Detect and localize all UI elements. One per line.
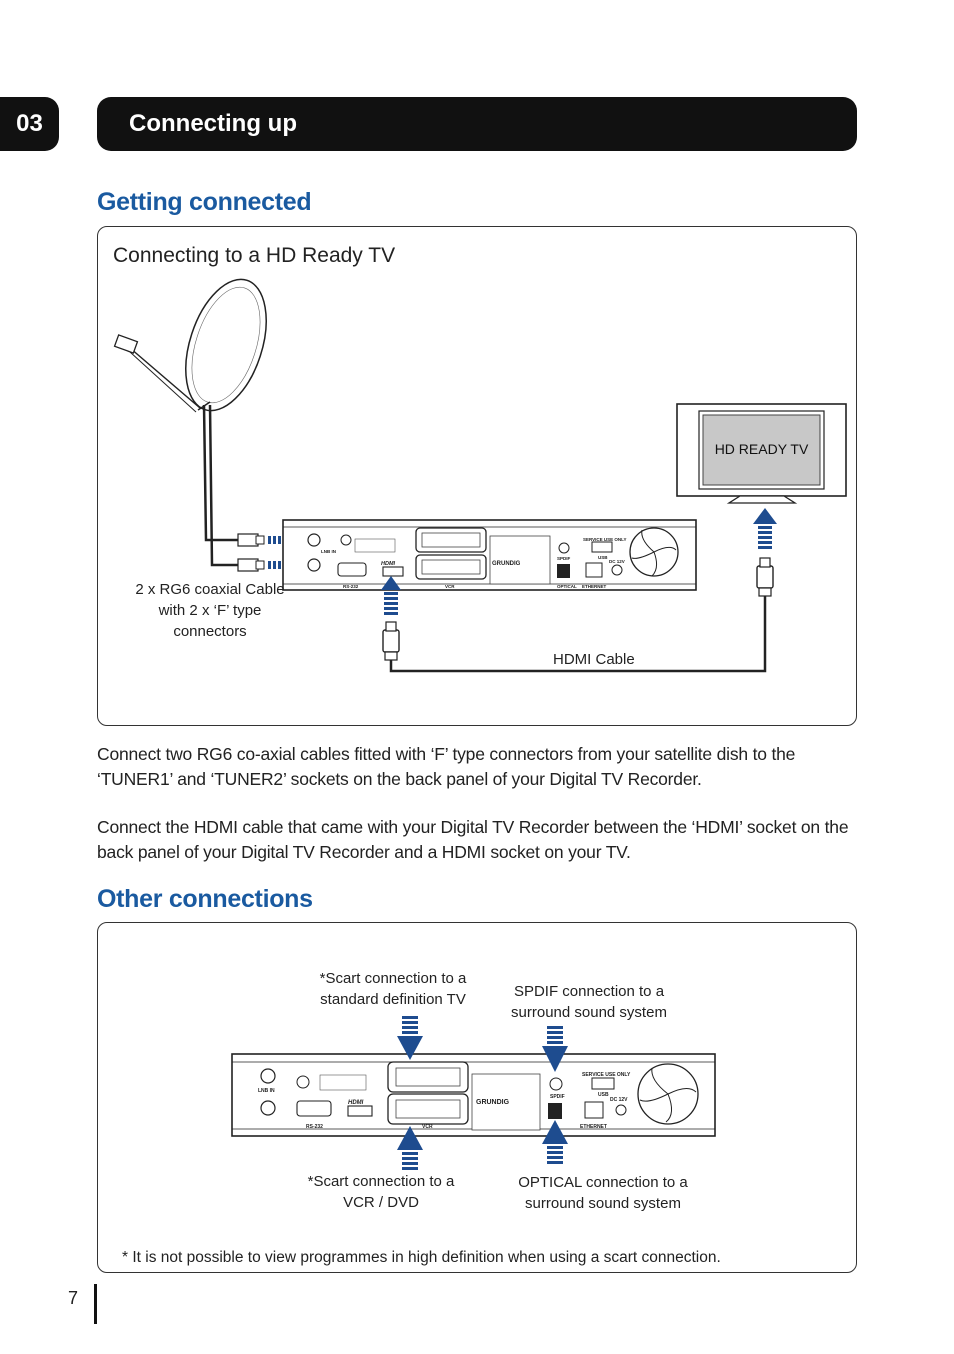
scart-footnote: * It is not possible to view programmes … bbox=[122, 1249, 721, 1266]
scart-vcr-line2: VCR / DVD bbox=[343, 1194, 419, 1211]
satellite-dish-icon bbox=[113, 278, 267, 413]
device-rs232-label: RS-232 bbox=[343, 584, 359, 589]
chapter-number-tab: 03 bbox=[0, 97, 59, 151]
instruction-paragraph-coax: Connect two RG6 co-axial cables fitted w… bbox=[97, 744, 796, 789]
device2-brand-label: GRUNDIG bbox=[476, 1099, 510, 1106]
coax-label-line2: with 2 x ‘F’ type bbox=[158, 602, 262, 619]
arrow-hdmi-up-icon bbox=[381, 576, 401, 615]
device-ethernet-label: ETHERNET bbox=[582, 584, 607, 589]
device-service-label: SERVICE USE ONLY bbox=[583, 537, 627, 542]
device2-hdmi-label: HDMI bbox=[348, 1100, 364, 1106]
tv-label: HD READY TV bbox=[714, 441, 809, 457]
device2-service-label: SERVICE USE ONLY bbox=[582, 1072, 631, 1078]
device-optical-label: OPTICAL bbox=[557, 584, 577, 589]
coax-cable-label: 2 x RG6 coaxial Cable with 2 x ‘F’ type … bbox=[130, 579, 290, 642]
arrow-tv-up-icon bbox=[753, 508, 777, 549]
arrow-scart-tv-icon bbox=[397, 1016, 423, 1060]
device2-rs232-label: RS-232 bbox=[306, 1124, 323, 1130]
page-number: 7 bbox=[68, 1288, 79, 1308]
panel-heading: Connecting to a HD Ready TV bbox=[113, 244, 396, 267]
hdmi-plug-tv-icon bbox=[756, 557, 774, 597]
receiver-back-panel-2 bbox=[231, 1053, 716, 1137]
device-vcr-label: VCR bbox=[445, 584, 455, 589]
arrow-scart-vcr-icon bbox=[397, 1126, 423, 1170]
chapter-number: 03 bbox=[16, 110, 43, 137]
spdif-label: SPDIF connection to a surround sound sys… bbox=[499, 981, 679, 1023]
other-connections-panel bbox=[97, 922, 857, 1273]
device-usb-label: USB bbox=[598, 555, 608, 560]
device-brand-label: GRUNDIG bbox=[492, 561, 521, 567]
instruction-paragraph-hdmi: Connect the HDMI cable that came with yo… bbox=[97, 817, 849, 862]
spdif-line1: SPDIF connection to a bbox=[513, 983, 665, 1000]
coax-label-line1: 2 x RG6 coaxial Cable bbox=[135, 581, 285, 598]
optical-line1: OPTICAL connection to a bbox=[518, 1174, 688, 1191]
hd-ready-diagram-panel bbox=[97, 226, 857, 726]
device-lnb-label: LNB IN bbox=[321, 549, 336, 554]
scart-tv-line2: standard definition TV bbox=[320, 991, 466, 1008]
scart-vcr-label: *Scart connection to a VCR / DVD bbox=[291, 1171, 471, 1213]
section-title-getting-connected: Getting connected bbox=[97, 188, 312, 216]
chapter-title: Connecting up bbox=[129, 110, 297, 137]
section-title-other-connections: Other connections bbox=[97, 885, 313, 913]
scart-vcr-line1: *Scart connection to a bbox=[307, 1173, 455, 1190]
optical-line2: surround sound system bbox=[525, 1195, 681, 1212]
arrow-spdif-icon bbox=[542, 1026, 568, 1072]
hdmi-plug-icon bbox=[382, 621, 400, 661]
tv-icon bbox=[676, 403, 847, 504]
device-dc-label: DC 12V bbox=[609, 559, 625, 564]
device2-dc-label: DC 12V bbox=[610, 1097, 628, 1103]
scart-tv-line1: *Scart connection to a bbox=[319, 970, 467, 987]
f-connector-icon bbox=[237, 533, 265, 572]
chapter-title-bar: Connecting up bbox=[97, 97, 857, 151]
device2-spdif-label: SPDIF bbox=[550, 1094, 565, 1100]
device2-ethernet-label: ETHERNET bbox=[580, 1124, 607, 1130]
device2-usb-label: USB bbox=[598, 1092, 609, 1098]
device-spdif-label: SPDIF bbox=[557, 556, 571, 561]
page-number-rule bbox=[94, 1284, 97, 1324]
spdif-line2: surround sound system bbox=[511, 1004, 667, 1021]
hdmi-cable-label: HDMI Cable bbox=[553, 651, 635, 668]
coax-label-line3: connectors bbox=[173, 623, 247, 640]
receiver-back-panel bbox=[282, 519, 697, 591]
device-hdmi-label: HDMI bbox=[381, 561, 396, 567]
device2-vcr-label: VCR bbox=[422, 1124, 433, 1130]
device2-lnb-label: LNB IN bbox=[258, 1088, 275, 1094]
arrow-optical-icon bbox=[542, 1120, 568, 1164]
scart-tv-label: *Scart connection to a standard definiti… bbox=[303, 968, 483, 1010]
optical-label: OPTICAL connection to a surround sound s… bbox=[508, 1172, 698, 1214]
